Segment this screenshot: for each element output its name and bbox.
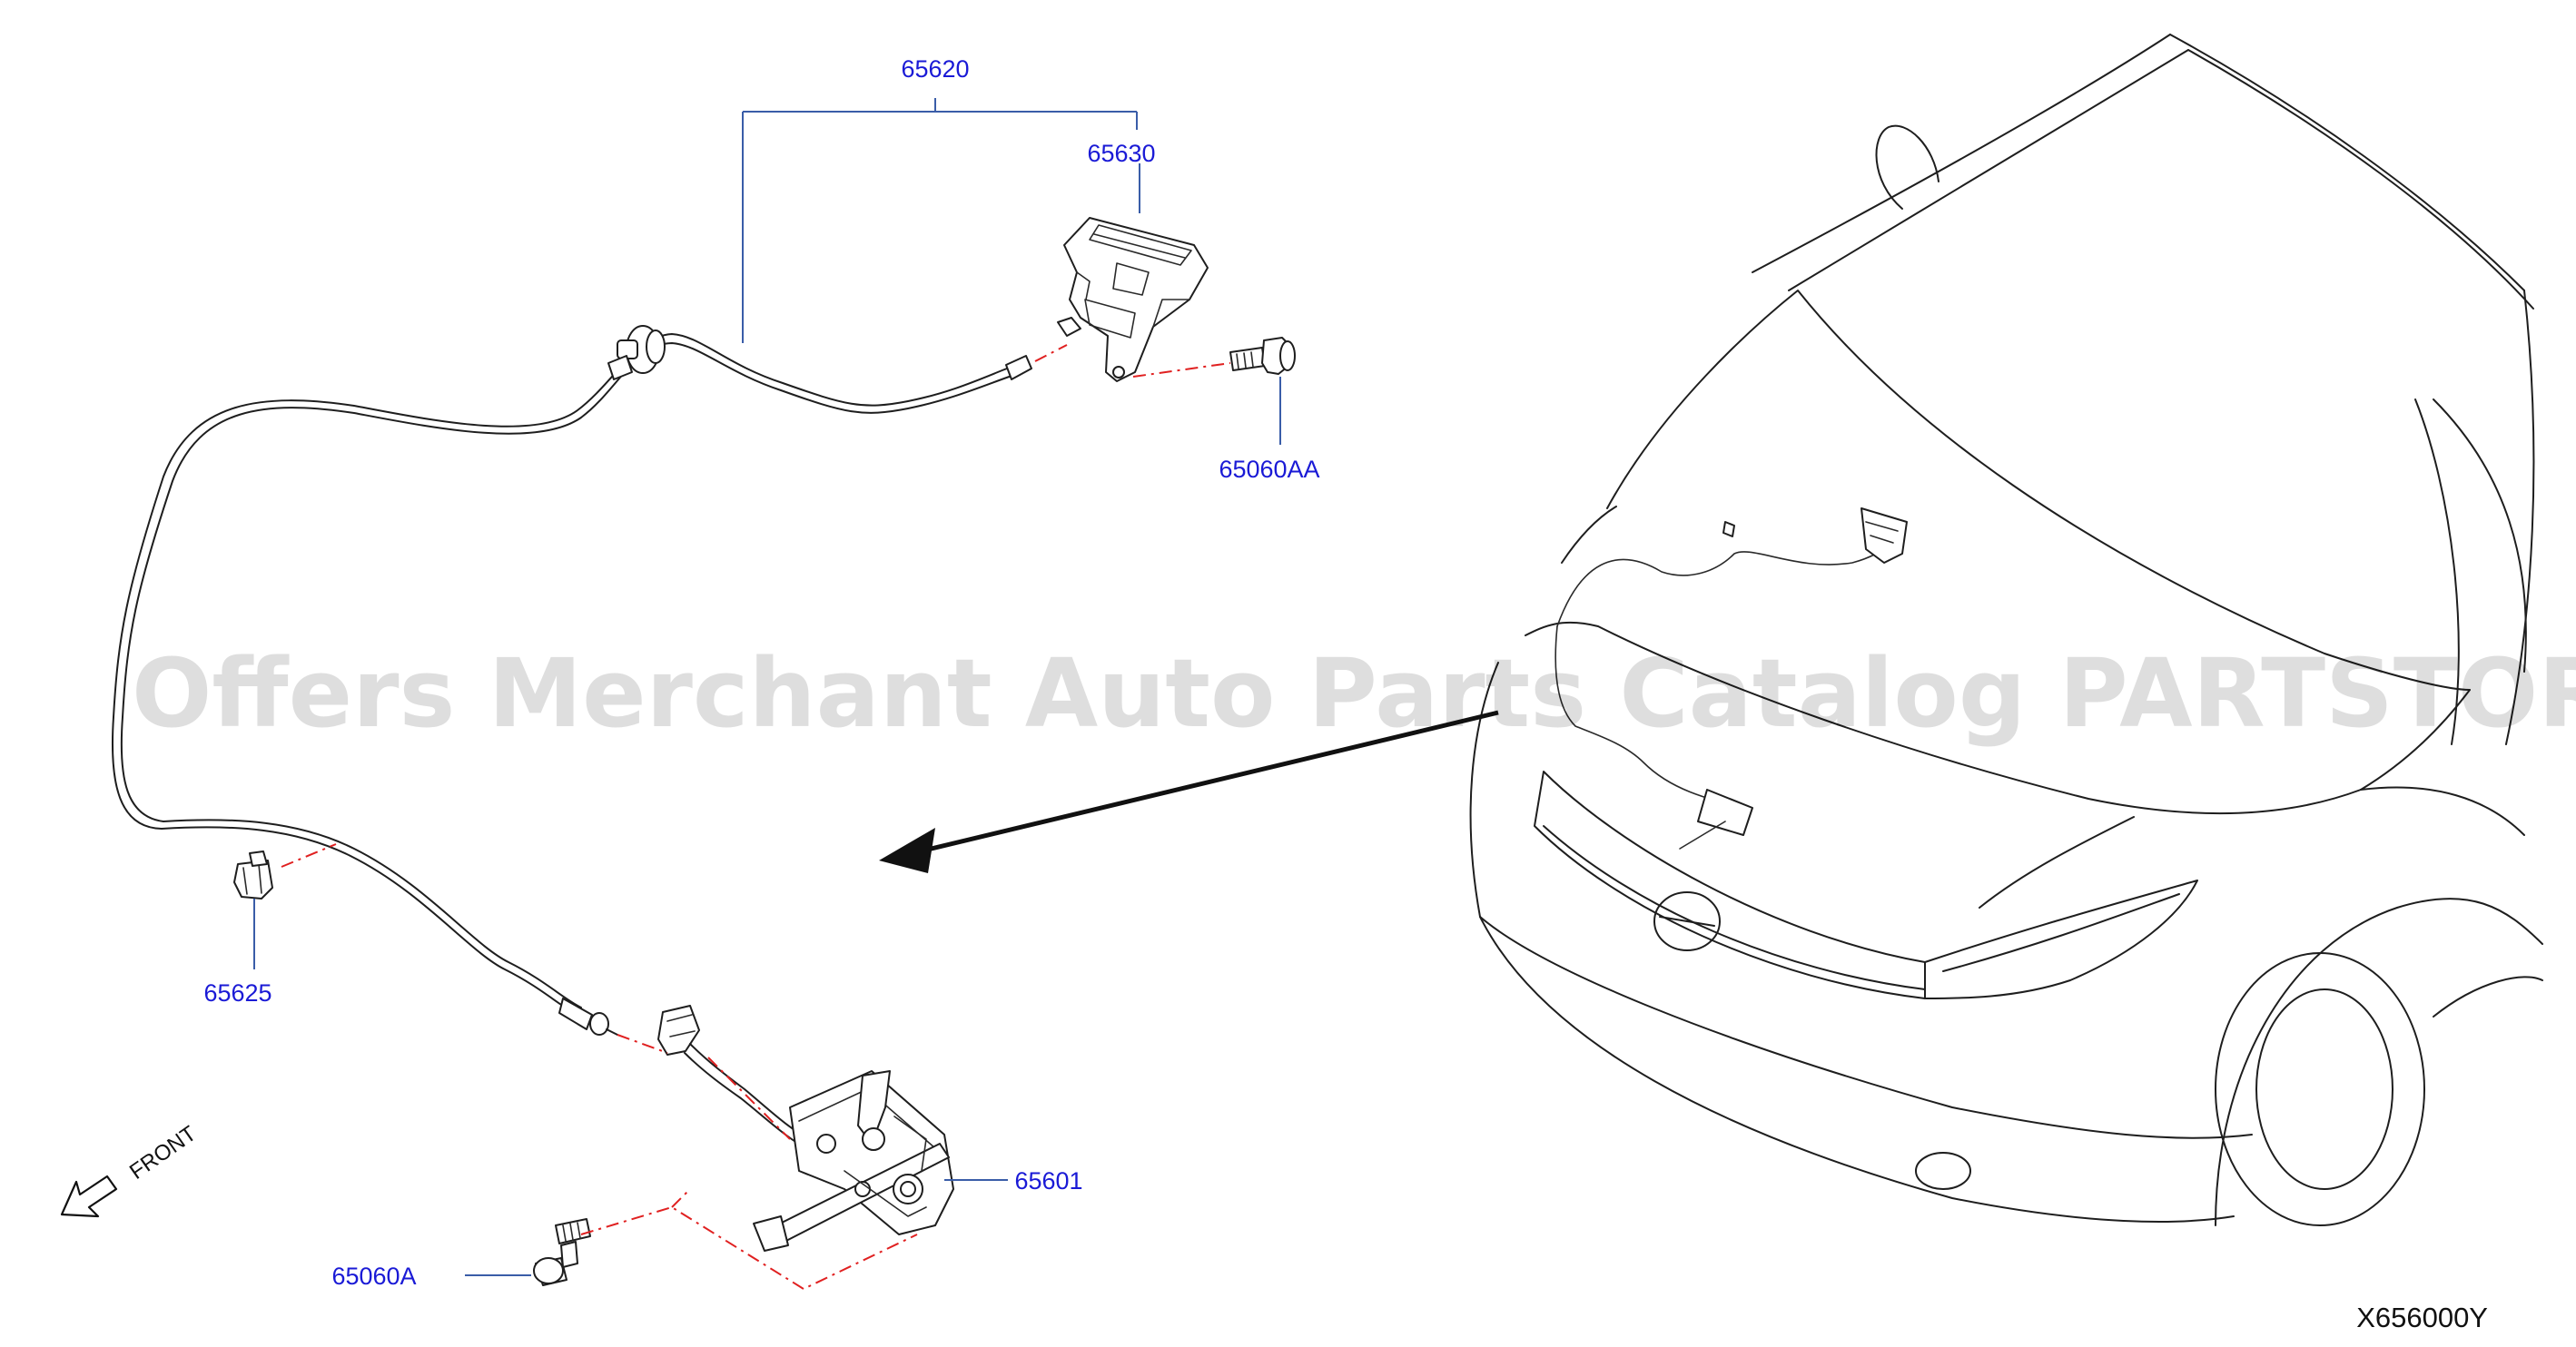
front-direction-indicator: FRONT <box>60 1121 201 1218</box>
part-label-65630[interactable]: 65630 <box>1087 140 1155 167</box>
front-arrow-icon <box>60 1175 118 1218</box>
watermark-text: Offers Merchant Auto Parts Catalog PARTS… <box>132 638 2576 749</box>
release-handle-65630 <box>1057 217 1209 382</box>
cable-grommet <box>607 325 666 380</box>
hood-release-cable <box>111 325 1032 1036</box>
part-label-65060A[interactable]: 65060A <box>331 1263 416 1290</box>
bolt-65060AA <box>1229 337 1296 375</box>
part-label-65625[interactable]: 65625 <box>203 979 271 1007</box>
clip-65625 <box>233 850 273 900</box>
part-label-65060AA[interactable]: 65060AA <box>1219 456 1319 483</box>
hood-latch-65601 <box>657 1005 954 1252</box>
leader-lines <box>253 98 1281 1276</box>
assembly-guide-lines <box>281 344 1231 1291</box>
vehicle-illustration <box>1469 34 2543 1226</box>
reference-arrow <box>879 710 1499 873</box>
bolt-65060A <box>533 1218 591 1286</box>
diagram-code: X656000Y <box>2356 1302 2488 1333</box>
part-label-65620[interactable]: 65620 <box>901 55 969 83</box>
front-label: FRONT <box>125 1121 201 1185</box>
part-label-65601[interactable]: 65601 <box>1014 1167 1082 1195</box>
